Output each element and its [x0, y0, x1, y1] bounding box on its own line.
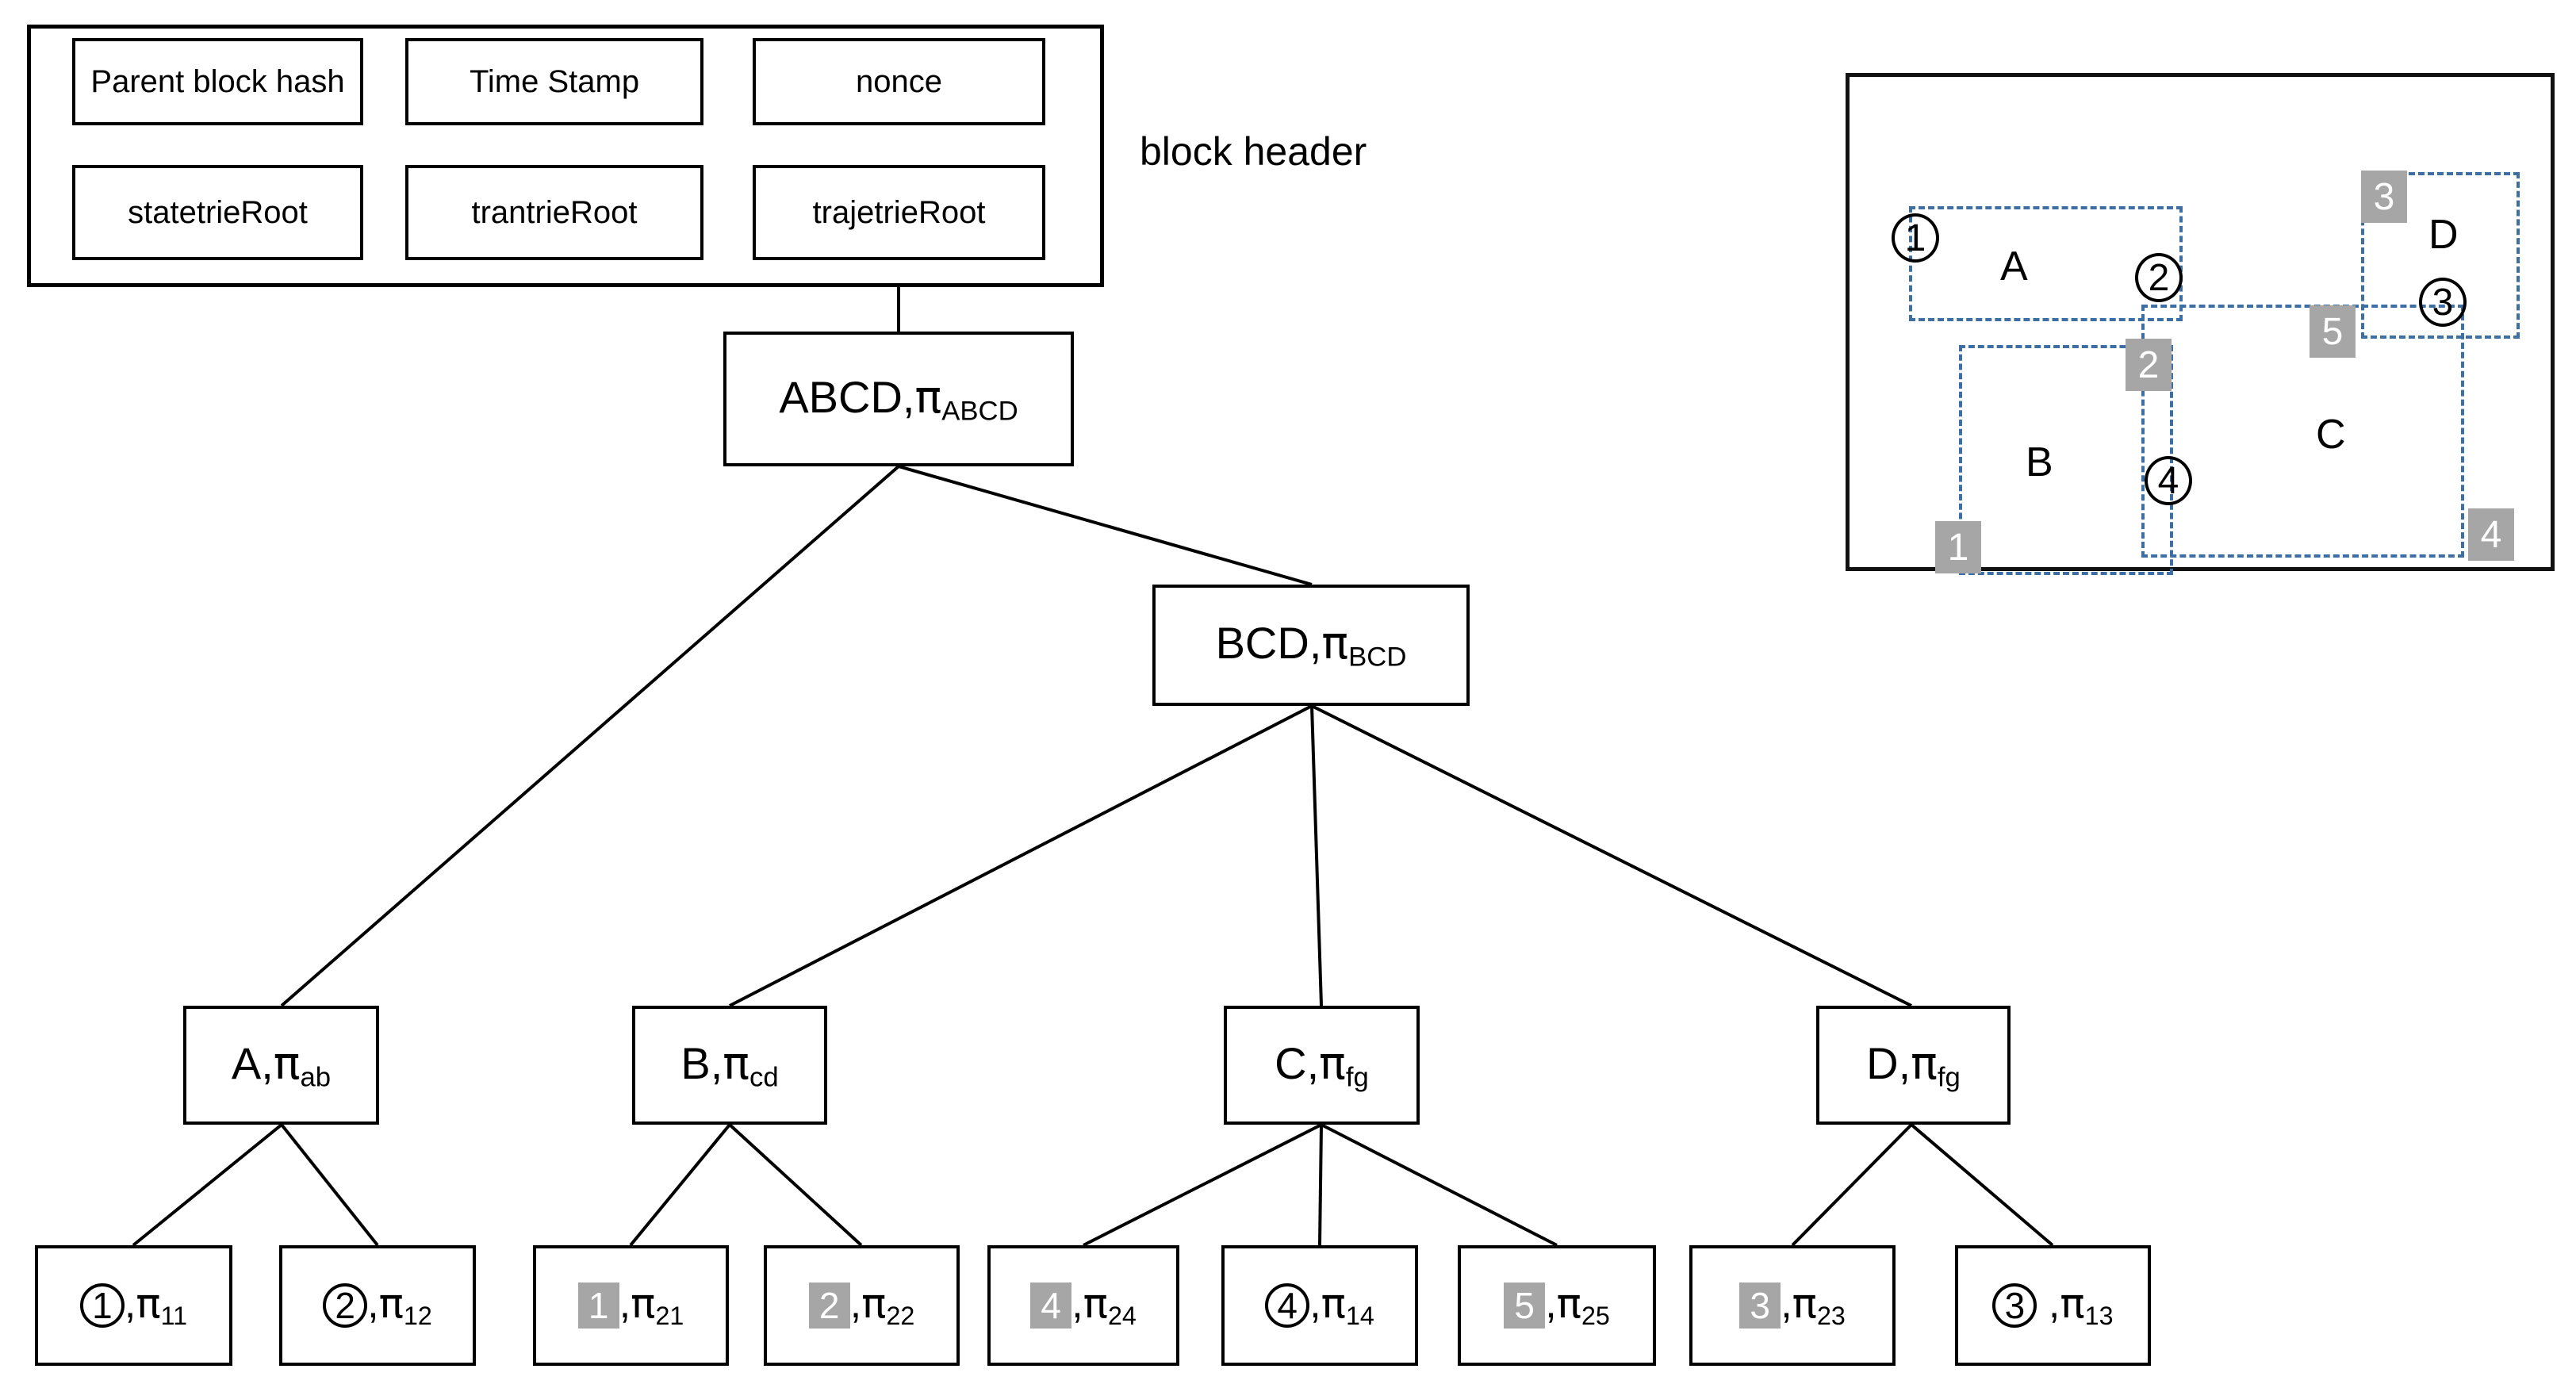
- circle-marker-icon: 1: [1892, 213, 1939, 263]
- square-marker-icon: 5: [2310, 305, 2356, 358]
- square-marker-icon: 2: [2126, 339, 2172, 391]
- square-marker-icon: 1: [577, 1283, 619, 1329]
- block-header-caption: block header: [1140, 129, 1367, 174]
- region-d-boundary: [2361, 172, 2520, 339]
- header-field-nonce: nonce: [753, 38, 1045, 125]
- leaf-node-label: ,π13: [2037, 1279, 2114, 1330]
- header-field-label: statetrieRoot: [128, 195, 308, 230]
- square-marker-icon: 3: [1739, 1283, 1781, 1329]
- leaf-node-label: ,π11: [124, 1279, 188, 1330]
- leaf-node: 1 ,π11: [35, 1245, 232, 1366]
- square-marker-icon: 4: [2468, 508, 2514, 561]
- square-marker-icon: 4: [1030, 1283, 1072, 1329]
- header-field-label: trantrieRoot: [471, 195, 638, 230]
- leaf-node: 5 ,π25: [1458, 1245, 1656, 1366]
- square-marker-icon: 5: [1504, 1283, 1546, 1329]
- tree-node-bcd: BCD,πBCD: [1152, 585, 1470, 706]
- leaf-node: 3 ,π23: [1689, 1245, 1896, 1366]
- leaf-node: 1 ,π21: [533, 1245, 729, 1366]
- leaf-node: 3 ,π13: [1955, 1245, 2151, 1366]
- tree-node-d: D,πfg: [1816, 1006, 2011, 1125]
- region-b-label: B: [2026, 439, 2053, 485]
- tree-node-label: D,πfg: [1866, 1037, 1961, 1093]
- leaf-node: 4 ,π14: [1221, 1245, 1418, 1366]
- tree-node-c: C,πfg: [1224, 1006, 1420, 1125]
- header-field-statetrieroot: statetrieRoot: [72, 165, 363, 260]
- region-a-label: A: [2000, 243, 2028, 289]
- tree-node-label: BCD,πBCD: [1215, 618, 1407, 673]
- tree-node-label: ABCD,πABCD: [779, 371, 1018, 427]
- header-field-parent-block-hash: Parent block hash: [72, 38, 363, 125]
- region-c-boundary: [2141, 305, 2464, 558]
- leaf-node: 2 ,π22: [764, 1245, 960, 1366]
- circle-marker-icon: 3: [1992, 1283, 2037, 1328]
- leaf-node-label: ,π23: [1781, 1279, 1846, 1330]
- header-field-trantrieroot: trantrieRoot: [405, 165, 703, 260]
- square-marker-icon: 1: [1935, 521, 1981, 573]
- region-a-boundary: [1909, 206, 2183, 321]
- circle-marker-icon: 1: [79, 1283, 125, 1328]
- leaf-node-label: ,π21: [619, 1279, 684, 1330]
- spatial-region-panel: A B C D 1 2 3 4 1 2 3 4 5: [1846, 73, 2555, 575]
- circle-marker-icon: 4: [1265, 1283, 1310, 1328]
- header-field-label: nonce: [856, 64, 942, 99]
- tree-node-a: A,πab: [183, 1006, 379, 1125]
- tree-node-label: C,πfg: [1275, 1037, 1369, 1093]
- header-field-label: Time Stamp: [469, 64, 640, 99]
- leaf-node: 4 ,π24: [987, 1245, 1179, 1366]
- circle-marker-icon: 2: [2135, 253, 2183, 302]
- leaf-node-label: ,π12: [367, 1279, 432, 1330]
- tree-node-label: A,πab: [231, 1037, 332, 1093]
- region-d-label: D: [2428, 212, 2459, 258]
- header-field-label: trajetrieRoot: [812, 195, 986, 230]
- circle-marker-icon: 4: [2145, 456, 2192, 505]
- square-marker-icon: 3: [2361, 171, 2407, 223]
- tree-node-b: B,πcd: [632, 1006, 827, 1125]
- leaf-node-label: ,π24: [1071, 1279, 1137, 1330]
- leaf-node-label: ,π25: [1545, 1279, 1610, 1330]
- circle-marker-icon: 2: [323, 1283, 368, 1328]
- header-field-label: Parent block hash: [90, 64, 345, 99]
- tree-node-label: B,πcd: [680, 1037, 779, 1093]
- leaf-node-label: ,π22: [849, 1279, 915, 1330]
- region-c-label: C: [2316, 412, 2346, 458]
- header-field-trajetrieroot: trajetrieRoot: [753, 165, 1045, 260]
- tree-node-root-abcd: ABCD,πABCD: [723, 332, 1074, 466]
- leaf-node-label: ,π14: [1309, 1279, 1374, 1330]
- circle-marker-icon: 3: [2419, 278, 2467, 327]
- square-marker-icon: 2: [808, 1283, 850, 1329]
- header-field-time-stamp: Time Stamp: [405, 38, 703, 125]
- leaf-node: 2 ,π12: [279, 1245, 476, 1366]
